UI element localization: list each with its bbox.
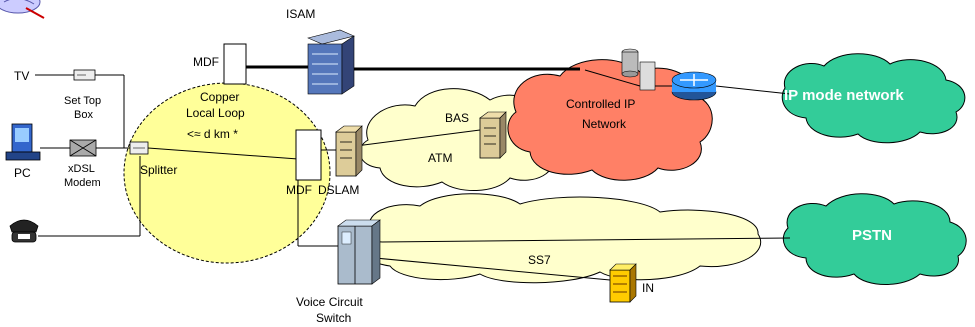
mdf-bottom-label: MDF — [286, 183, 312, 197]
set-top-box-label-line1: Set Top — [64, 95, 101, 107]
xdsl-modem-icon — [69, 139, 97, 157]
ss7-cloud — [362, 193, 761, 284]
database-server-icon — [621, 48, 656, 91]
pc-label: PC — [14, 166, 31, 180]
corner-logo — [0, 0, 45, 19]
ip-mode-network-label: IP mode network — [784, 87, 904, 104]
set-top-box-icon — [73, 69, 96, 81]
splitter-icon — [129, 141, 149, 155]
voice-circuit-switch-label-line1: Voice Circuit — [296, 295, 363, 309]
dslam-icon — [335, 125, 363, 177]
mdf-top-label: MDF — [193, 55, 219, 69]
splitter-label: Splitter — [140, 163, 177, 177]
copper-local-loop-area — [123, 82, 331, 264]
in-icon — [609, 263, 637, 303]
voice-circuit-switch-label-line2: Switch — [316, 311, 351, 325]
dslam-label: DSLAM — [318, 183, 359, 197]
xdsl-modem-label-line1: xDSL — [68, 163, 95, 175]
pstn-label: PSTN — [852, 227, 892, 244]
ip-mode-cloud — [781, 53, 966, 144]
pstn-cloud — [783, 193, 967, 285]
bas-label: BAS — [445, 111, 469, 125]
tv-label: TV — [14, 69, 29, 83]
router-icon — [671, 71, 717, 101]
telephone-icon — [9, 219, 39, 243]
controlled-ip-label-line2: Network — [582, 117, 627, 131]
atm-label: ATM — [428, 151, 452, 165]
xdsl-modem-label-line2: Modem — [64, 177, 101, 189]
copper-label-line3: <≈ d km * — [187, 127, 238, 141]
copper-label-line1: Copper — [200, 90, 239, 104]
isam-label: ISAM — [286, 7, 315, 21]
ss7-label: SS7 — [528, 253, 551, 267]
copper-label-line2: Local Loop — [186, 106, 245, 120]
controlled-ip-cloud — [507, 59, 713, 181]
bas-icon — [479, 111, 507, 159]
controlled-ip-label-line1: Controlled IP — [566, 97, 635, 111]
mdf-bottom-frame — [295, 129, 322, 181]
connection-lines — [35, 65, 791, 281]
in-label: IN — [642, 281, 654, 295]
set-top-box-label-line2: Box — [74, 109, 93, 121]
mdf-top-frame — [223, 43, 247, 85]
voice-circuit-switch-icon — [337, 219, 381, 285]
pc-icon — [5, 123, 41, 161]
isam-icon — [307, 29, 355, 95]
